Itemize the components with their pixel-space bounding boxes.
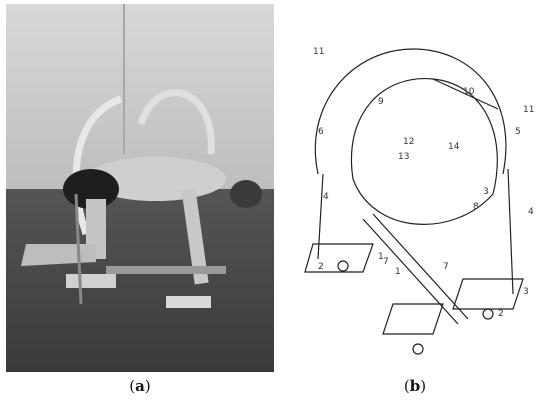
lower-ring: [352, 178, 494, 225]
drawing-label: 10: [463, 87, 475, 97]
frame-ring-right: [137, 89, 215, 155]
drawing-label: 11: [523, 105, 534, 115]
drawing-label: 1: [378, 252, 384, 262]
arm: [181, 188, 209, 285]
drawing-label: 2: [498, 309, 504, 319]
left-leg: [317, 173, 324, 260]
drawing-label: 7: [443, 262, 449, 272]
foot-left: [337, 260, 349, 272]
drawing-label: 3: [523, 287, 529, 297]
drawing-label: 4: [323, 192, 329, 202]
left-pad: [304, 243, 374, 273]
head: [230, 180, 262, 208]
inner-ring: [351, 78, 498, 195]
drawing-label: 2: [318, 262, 324, 272]
right-pad: [452, 278, 524, 310]
drawing-label: 3: [483, 187, 489, 197]
drawing-label: 7: [383, 257, 389, 267]
floor: [6, 189, 274, 372]
outer-ring: [314, 48, 507, 175]
hand-plate: [166, 296, 211, 308]
photo-panel-a: [6, 4, 274, 372]
drawing-label: 4: [528, 207, 534, 217]
knee-plate: [66, 274, 116, 288]
drawing-label: 1: [395, 267, 401, 277]
caption-a: (a): [129, 377, 151, 395]
drawing-label: 8: [473, 202, 479, 212]
drawing-label: 12: [403, 137, 414, 147]
drawing-label: 6: [318, 127, 324, 137]
center-rail-2: [372, 213, 469, 320]
drawing-label: 5: [515, 127, 521, 137]
upright-post: [74, 193, 83, 305]
bottom-pad: [382, 303, 444, 335]
base-rail: [106, 266, 226, 274]
caption-b: (b): [403, 377, 427, 395]
foot-bottom: [412, 343, 424, 355]
drawing-label: 9: [378, 97, 384, 107]
top-bar: [432, 78, 499, 110]
drawing-label: 11: [313, 47, 324, 57]
right-leg: [507, 168, 514, 295]
drawing-label: 14: [448, 142, 460, 152]
foot-right: [482, 308, 494, 320]
frame-ring-left: [72, 95, 123, 236]
drawing-label: 13: [398, 152, 409, 162]
